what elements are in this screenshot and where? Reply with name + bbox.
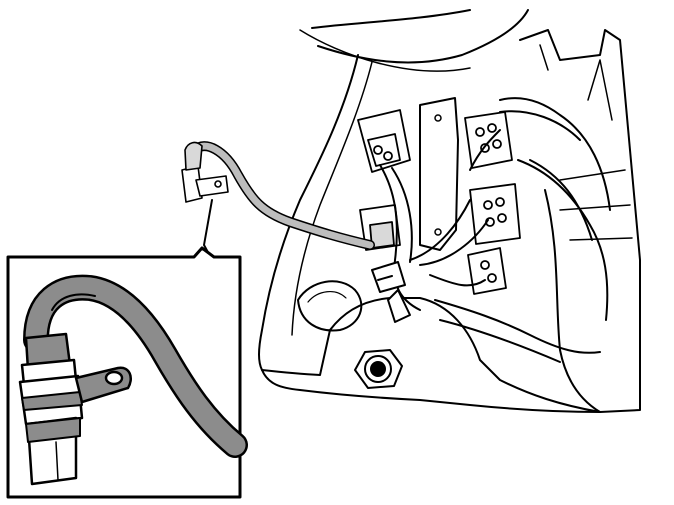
upper-hose-outline bbox=[311, 9, 529, 64]
inset-sensor-tip-collar bbox=[25, 417, 81, 443]
mounting-boss bbox=[297, 280, 363, 332]
central-bracket bbox=[419, 97, 459, 251]
inset-harness-highlight bbox=[51, 293, 96, 311]
right-large-body bbox=[544, 189, 601, 413]
cylinder-left-edge-inner bbox=[291, 61, 373, 336]
right-bracket-detail bbox=[539, 44, 633, 241]
right-connector-cluster bbox=[464, 111, 521, 295]
engine-block-base bbox=[261, 297, 601, 413]
cylinder-left-edge bbox=[258, 54, 359, 371]
sensor-cable-outer bbox=[190, 141, 375, 250]
wiring-bundle bbox=[379, 97, 611, 363]
left-connector-cluster bbox=[357, 109, 411, 251]
inset-sensor-band bbox=[21, 391, 83, 411]
harness-wedge bbox=[387, 289, 411, 323]
mounting-boss-inner bbox=[307, 291, 347, 303]
sensor-cable-fill bbox=[191, 142, 374, 249]
right-bracket-outline bbox=[519, 29, 641, 413]
center-bolt bbox=[354, 349, 403, 389]
callout-leader bbox=[203, 199, 213, 257]
harness-clip bbox=[371, 261, 406, 293]
engine-bay-scene bbox=[181, 9, 641, 413]
inset-flange-hole bbox=[104, 370, 124, 386]
crankshaft-sensor-small bbox=[181, 141, 229, 203]
inset-sensor-tip-edge bbox=[55, 441, 59, 481]
inset-detail bbox=[6, 246, 248, 499]
upper-hose-inner bbox=[299, 29, 471, 72]
inset-harness-fill bbox=[25, 277, 246, 456]
